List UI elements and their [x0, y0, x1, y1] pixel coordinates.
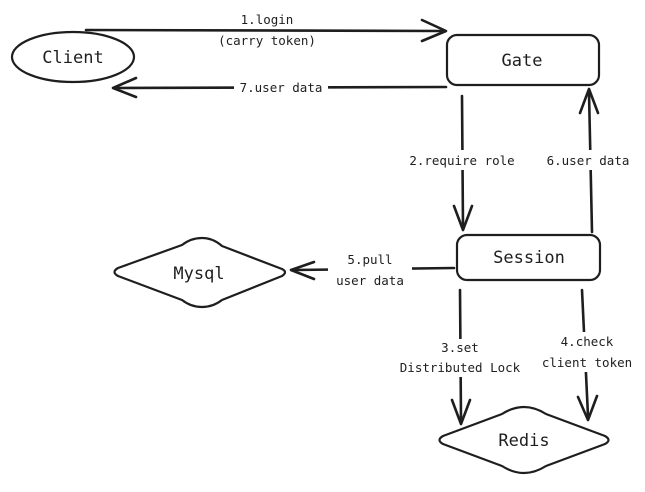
- label-login-line2: (carry token): [218, 33, 316, 48]
- label-pull-user-data: 5.pull user data: [328, 250, 412, 290]
- label-pull-user-data-line1: 5.pull: [347, 252, 392, 267]
- node-client: Client: [10, 30, 136, 84]
- edge-login: [84, 18, 448, 43]
- node-gate-label: Gate: [502, 51, 543, 71]
- label-login: 1.login (carry token): [218, 12, 316, 48]
- node-redis-label: Redis: [498, 431, 549, 451]
- label-set-lock: 3.set Distributed Lock: [393, 339, 528, 377]
- label-user-data-to-client: 7.user data: [234, 77, 328, 97]
- node-client-label: Client: [42, 48, 103, 68]
- node-session-label: Session: [493, 248, 565, 268]
- label-check-token-line1: 4.check: [561, 334, 614, 349]
- label-user-data-to-client-line1: 7.user data: [240, 80, 323, 95]
- label-check-token-line2: client token: [542, 355, 632, 370]
- node-session: Session: [455, 233, 602, 282]
- label-user-data-to-gate: 6.user data: [540, 150, 636, 170]
- node-gate: Gate: [445, 33, 601, 87]
- label-login-line1: 1.login: [241, 12, 294, 27]
- label-set-lock-line1: 3.set: [441, 340, 479, 355]
- node-mysql-label: Mysql: [173, 264, 224, 284]
- label-set-lock-line2: Distributed Lock: [400, 360, 521, 375]
- label-require-role: 2.require role: [409, 150, 516, 170]
- node-mysql: Mysql: [113, 236, 287, 309]
- label-check-token: 4.check client token: [538, 332, 638, 372]
- label-pull-user-data-line2: user data: [336, 273, 404, 288]
- node-redis: Redis: [438, 405, 610, 475]
- label-user-data-to-gate-line1: 6.user data: [547, 153, 630, 168]
- label-require-role-line1: 2.require role: [409, 153, 514, 168]
